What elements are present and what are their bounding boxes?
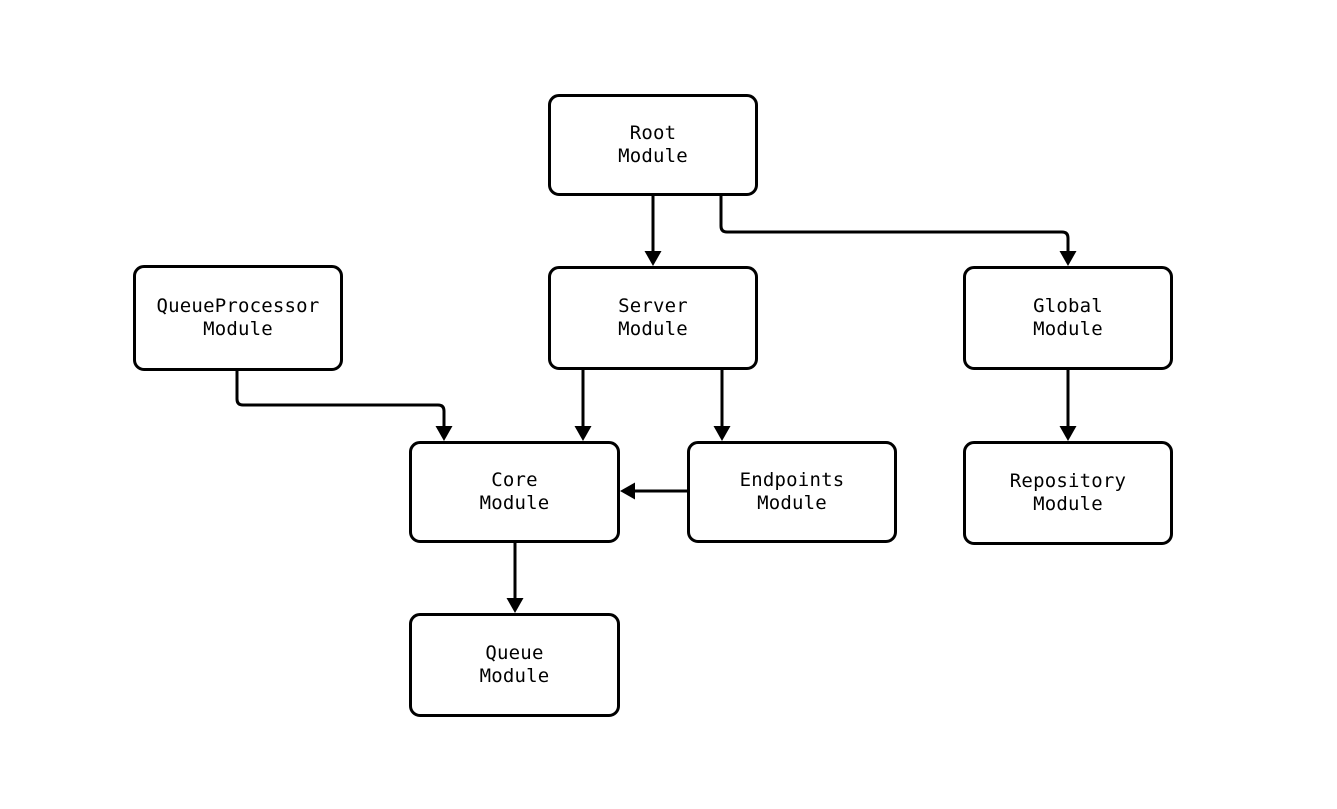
node-global-module[interactable]: Global Module bbox=[963, 266, 1173, 370]
node-root-module[interactable]: Root Module bbox=[548, 94, 758, 196]
node-core-module[interactable]: Core Module bbox=[409, 441, 620, 543]
arrowhead-server-to-core bbox=[574, 426, 592, 441]
node-root-module-line2: Module bbox=[618, 145, 688, 167]
arrowhead-endpoints-to-core bbox=[620, 482, 635, 500]
arrowhead-core-to-queue bbox=[506, 598, 524, 613]
node-queueprocessor-module[interactable]: QueueProcessor Module bbox=[133, 265, 343, 371]
arrowhead-root-to-global bbox=[1059, 251, 1077, 266]
node-core-module-line2: Module bbox=[479, 492, 550, 514]
node-endpoints-module-line1: Endpoints bbox=[739, 469, 845, 491]
node-repository-module-line2: Module bbox=[1033, 493, 1103, 515]
node-repository-module-line1: Repository bbox=[1009, 470, 1127, 492]
node-queue-module[interactable]: Queue Module bbox=[409, 613, 620, 717]
node-queueprocessor-module-line1: QueueProcessor bbox=[156, 295, 320, 317]
node-repository-module[interactable]: Repository Module bbox=[963, 441, 1173, 545]
node-root-module-line1: Root bbox=[629, 122, 677, 144]
node-server-module[interactable]: Server Module bbox=[548, 266, 758, 370]
node-endpoints-module-line2: Module bbox=[757, 492, 827, 514]
node-server-module-line1: Server bbox=[618, 295, 688, 317]
node-global-module-line2: Module bbox=[1033, 318, 1103, 340]
node-queue-module-line1: Queue bbox=[485, 642, 544, 664]
node-endpoints-module[interactable]: Endpoints Module bbox=[687, 441, 897, 543]
node-queueprocessor-module-line2: Module bbox=[203, 318, 273, 340]
edge-root-to-global bbox=[719, 196, 1070, 255]
arrowhead-queueprocessor-to-core bbox=[435, 426, 453, 441]
arrowhead-server-to-endpoints bbox=[713, 426, 731, 441]
arrowhead-root-to-server bbox=[644, 251, 662, 266]
node-core-module-line1: Core bbox=[491, 469, 538, 491]
node-global-module-line1: Global bbox=[1033, 295, 1103, 317]
edge-queueprocessor-to-core bbox=[235, 371, 446, 430]
arrowhead-global-to-repository bbox=[1059, 426, 1077, 441]
node-server-module-line2: Module bbox=[618, 318, 688, 340]
node-queue-module-line2: Module bbox=[479, 665, 550, 687]
